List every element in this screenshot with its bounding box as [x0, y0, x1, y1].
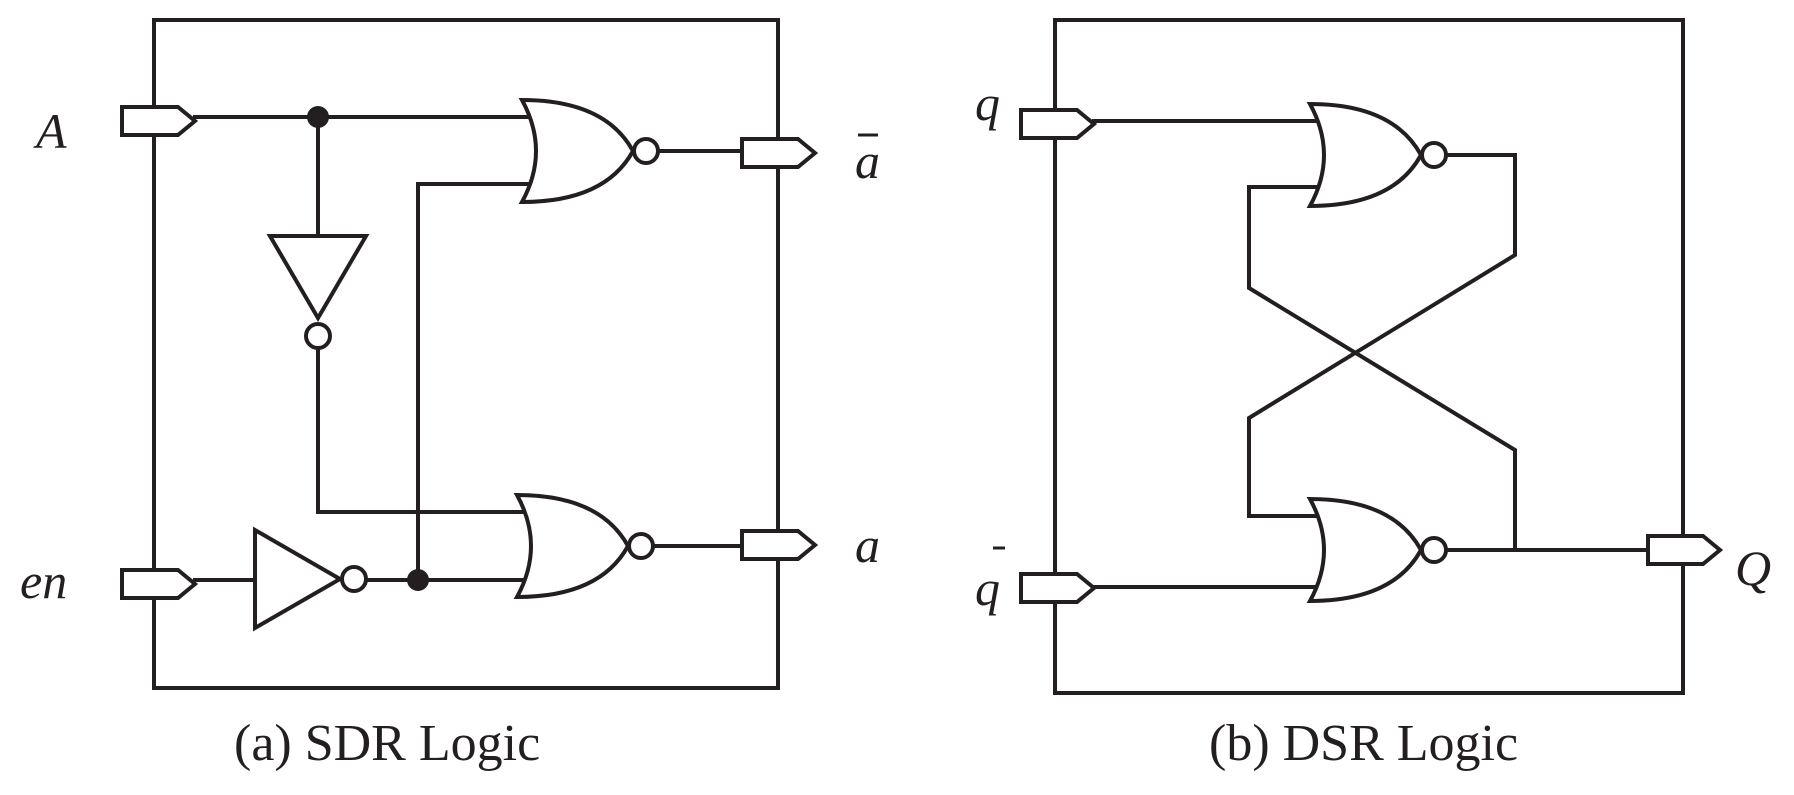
sdr-logic-panel: A en a a (a) SDR Logic: [20, 18, 880, 772]
nor-gate-bottom: [1306, 496, 1448, 604]
junction-dot: [307, 106, 329, 128]
dsr-block-boundary: [1053, 18, 1685, 695]
label-q-bar: q: [975, 560, 1000, 616]
junction-dot: [407, 569, 429, 591]
label-a: a: [855, 517, 880, 573]
port-A: [120, 105, 199, 137]
inverter-vertical: [266, 234, 370, 350]
wire-inverter-to-nor2: [316, 348, 533, 514]
wire-en-to-nor1: [416, 182, 538, 582]
caption-sdr: (a) SDR Logic: [234, 715, 540, 772]
port-en: [120, 568, 199, 600]
nor-gate-1: [518, 97, 660, 205]
sdr-block-boundary: [152, 18, 780, 690]
port-a: [740, 529, 819, 561]
wire-nor-top-feedback: [1247, 153, 1517, 518]
label-Q: Q: [1735, 540, 1771, 596]
label-en: en: [20, 553, 67, 609]
label-q: q: [975, 75, 1000, 131]
port-q: [1019, 108, 1098, 140]
port-a-bar: [740, 137, 819, 169]
dsr-wires: [1092, 119, 1650, 589]
label-a-bar: a: [855, 133, 880, 189]
inverter-horizontal: [253, 526, 368, 632]
nor-gate-top: [1306, 101, 1448, 209]
port-Q: [1646, 534, 1724, 566]
sdr-wires: [193, 115, 744, 582]
wire-nor-bottom-feedback: [1247, 185, 1517, 552]
label-A: A: [33, 103, 67, 159]
port-q-bar: [1019, 572, 1098, 604]
dsr-logic-panel: q q Q (b) DSR Logic: [975, 18, 1771, 772]
nor-gate-2: [513, 492, 655, 600]
caption-dsr: (b) DSR Logic: [1209, 715, 1518, 772]
